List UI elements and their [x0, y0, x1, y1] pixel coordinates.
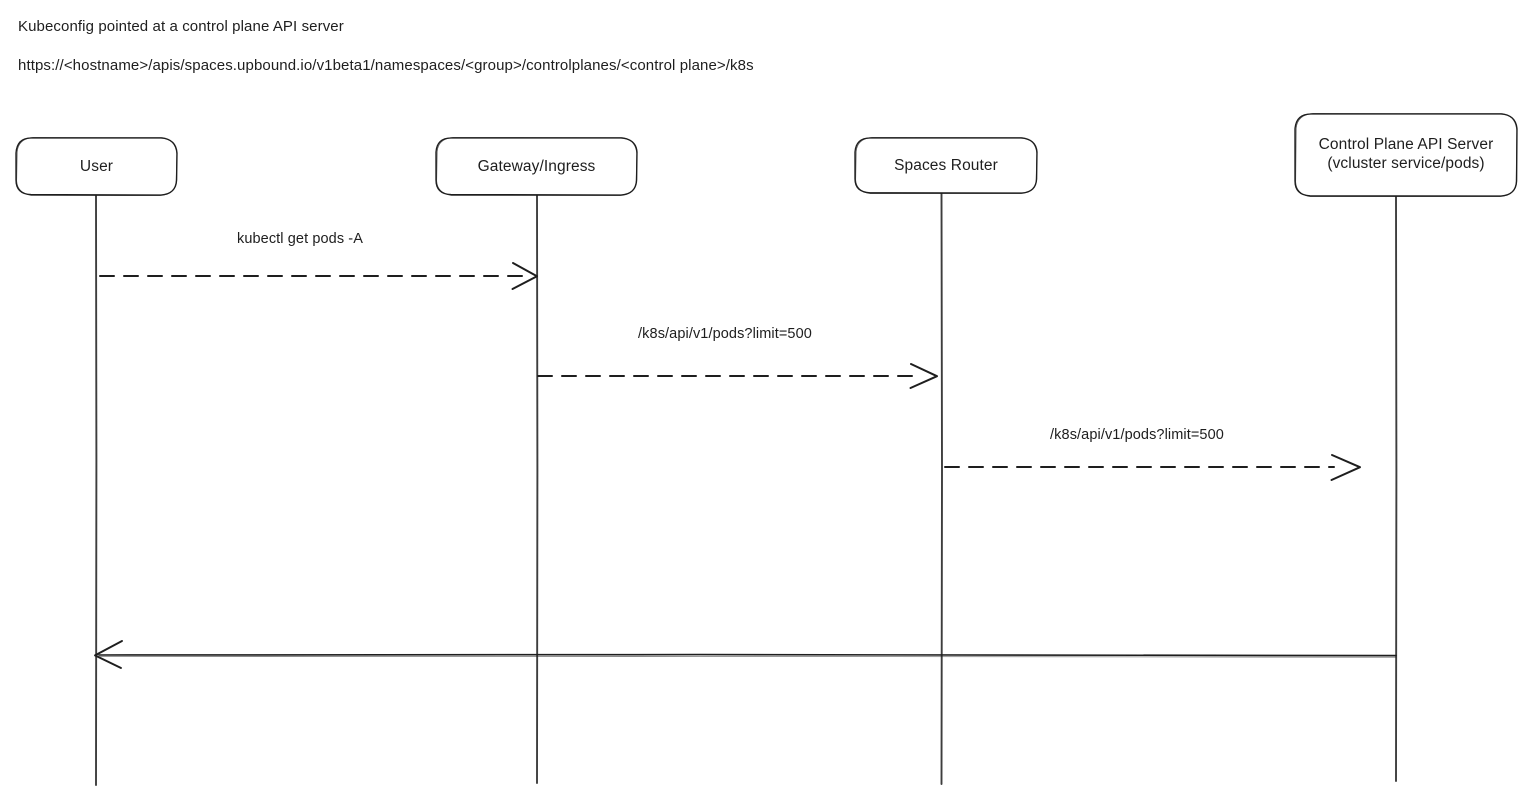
participant-box-user[interactable]: [15, 136, 178, 197]
message-label-2: /k8s/api/v1/pods?limit=500: [638, 326, 812, 342]
participant-box-control-plane[interactable]: [1294, 112, 1518, 198]
message-arrow-1[interactable]: [99, 262, 538, 290]
lifelines: [95, 192, 1398, 786]
note-api-server-url: https://<hostname>/apis/spaces.upbound.i…: [18, 57, 754, 74]
lifeline-spaces-router: [940, 192, 943, 785]
message-label-3: /k8s/api/v1/pods?limit=500: [1050, 427, 1224, 443]
note-kubeconfig-title: Kubeconfig pointed at a control plane AP…: [18, 18, 344, 35]
message-arrow-4-return[interactable]: [94, 640, 1397, 669]
participant-box-gateway[interactable]: [435, 136, 638, 197]
message-label-1: kubectl get pods -A: [236, 231, 364, 247]
message-arrow-3[interactable]: [944, 454, 1361, 481]
message-arrow-2[interactable]: [537, 363, 938, 389]
participant-box-spaces-router[interactable]: [854, 136, 1038, 195]
